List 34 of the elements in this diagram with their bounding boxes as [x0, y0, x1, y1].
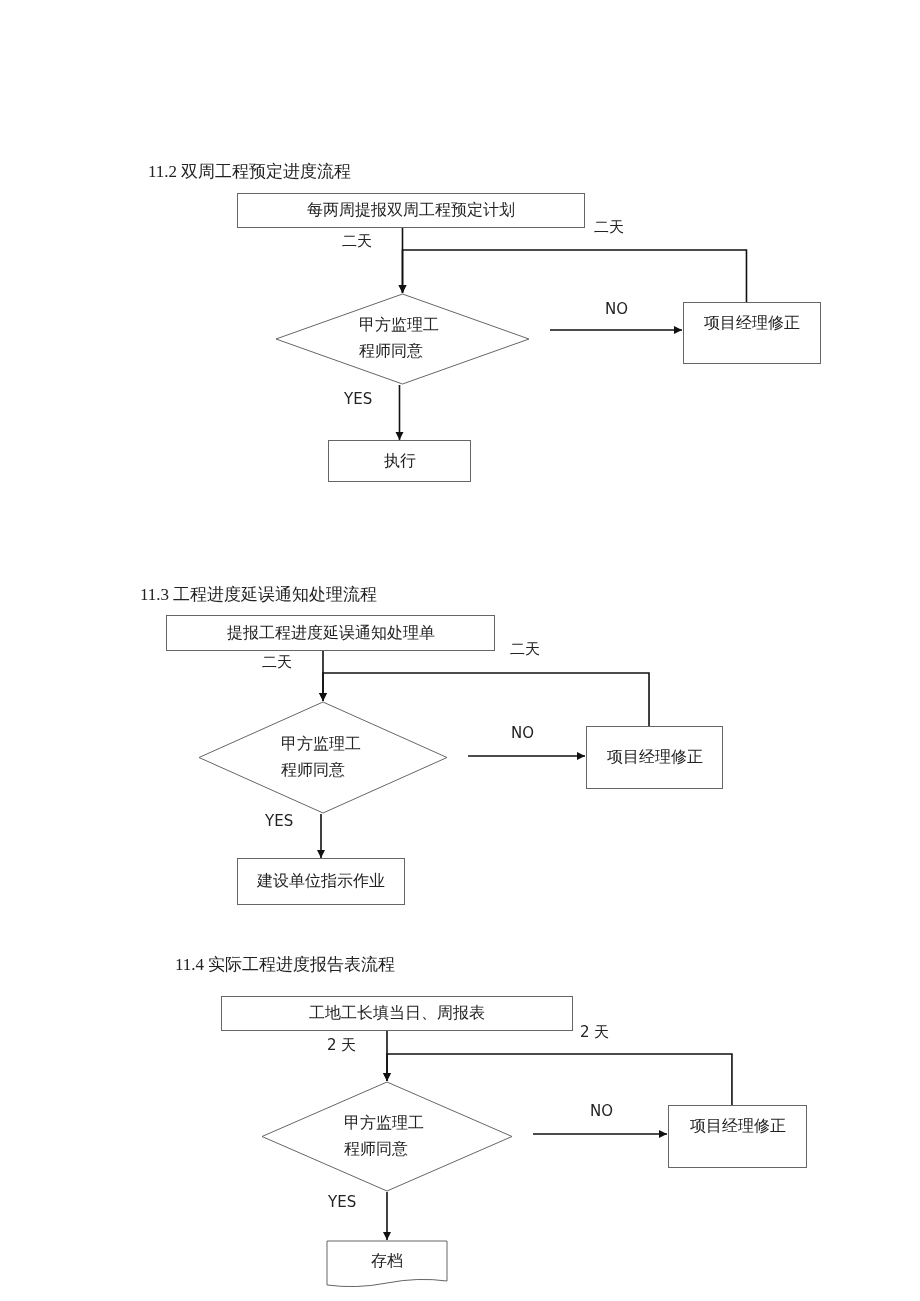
edge-label: 二天	[260, 653, 294, 672]
arrow	[532, 1130, 668, 1138]
decision-diamond	[275, 293, 530, 385]
process-box: 工地工长填当日、周报表	[221, 996, 573, 1031]
edge-label: 2 天	[578, 1023, 612, 1042]
arrow	[549, 326, 683, 334]
decision-text: 甲方监理工程师同意	[344, 1111, 426, 1160]
edge-label: 2 天	[325, 1036, 359, 1055]
section-heading: 11.4 实际工程进度报告表流程	[175, 954, 396, 976]
decision-diamond	[261, 1081, 513, 1192]
process-box: 每两周提报双周工程预定计划	[237, 193, 585, 228]
edge-label: 二天	[340, 232, 374, 251]
decision-text: 甲方监理工程师同意	[280, 732, 362, 781]
arrow	[467, 752, 586, 760]
arrow	[395, 384, 404, 441]
decision-text: 甲方监理工程师同意	[359, 314, 441, 362]
arrow	[383, 1191, 391, 1241]
arrow	[383, 1053, 733, 1106]
process-box: 项目经理修正	[586, 726, 723, 789]
arrow	[319, 672, 650, 727]
arrow	[398, 249, 748, 303]
process-box: 执行	[328, 440, 471, 482]
process-box: 提报工程进度延误通知处理单	[166, 615, 495, 651]
document-text: 存档	[370, 1250, 404, 1272]
document-shape	[326, 1240, 448, 1287]
process-box: 建设单位指示作业	[237, 858, 405, 905]
section-heading: 11.3 工程进度延误通知处理流程	[140, 584, 378, 606]
decision-diamond	[198, 701, 448, 814]
arrow	[317, 813, 325, 859]
process-box: 项目经理修正	[668, 1105, 807, 1168]
edge-label: 二天	[592, 218, 626, 237]
edge-label: 二天	[508, 640, 542, 659]
section-heading: 11.2 双周工程预定进度流程	[148, 161, 352, 183]
process-box: 项目经理修正	[683, 302, 821, 364]
